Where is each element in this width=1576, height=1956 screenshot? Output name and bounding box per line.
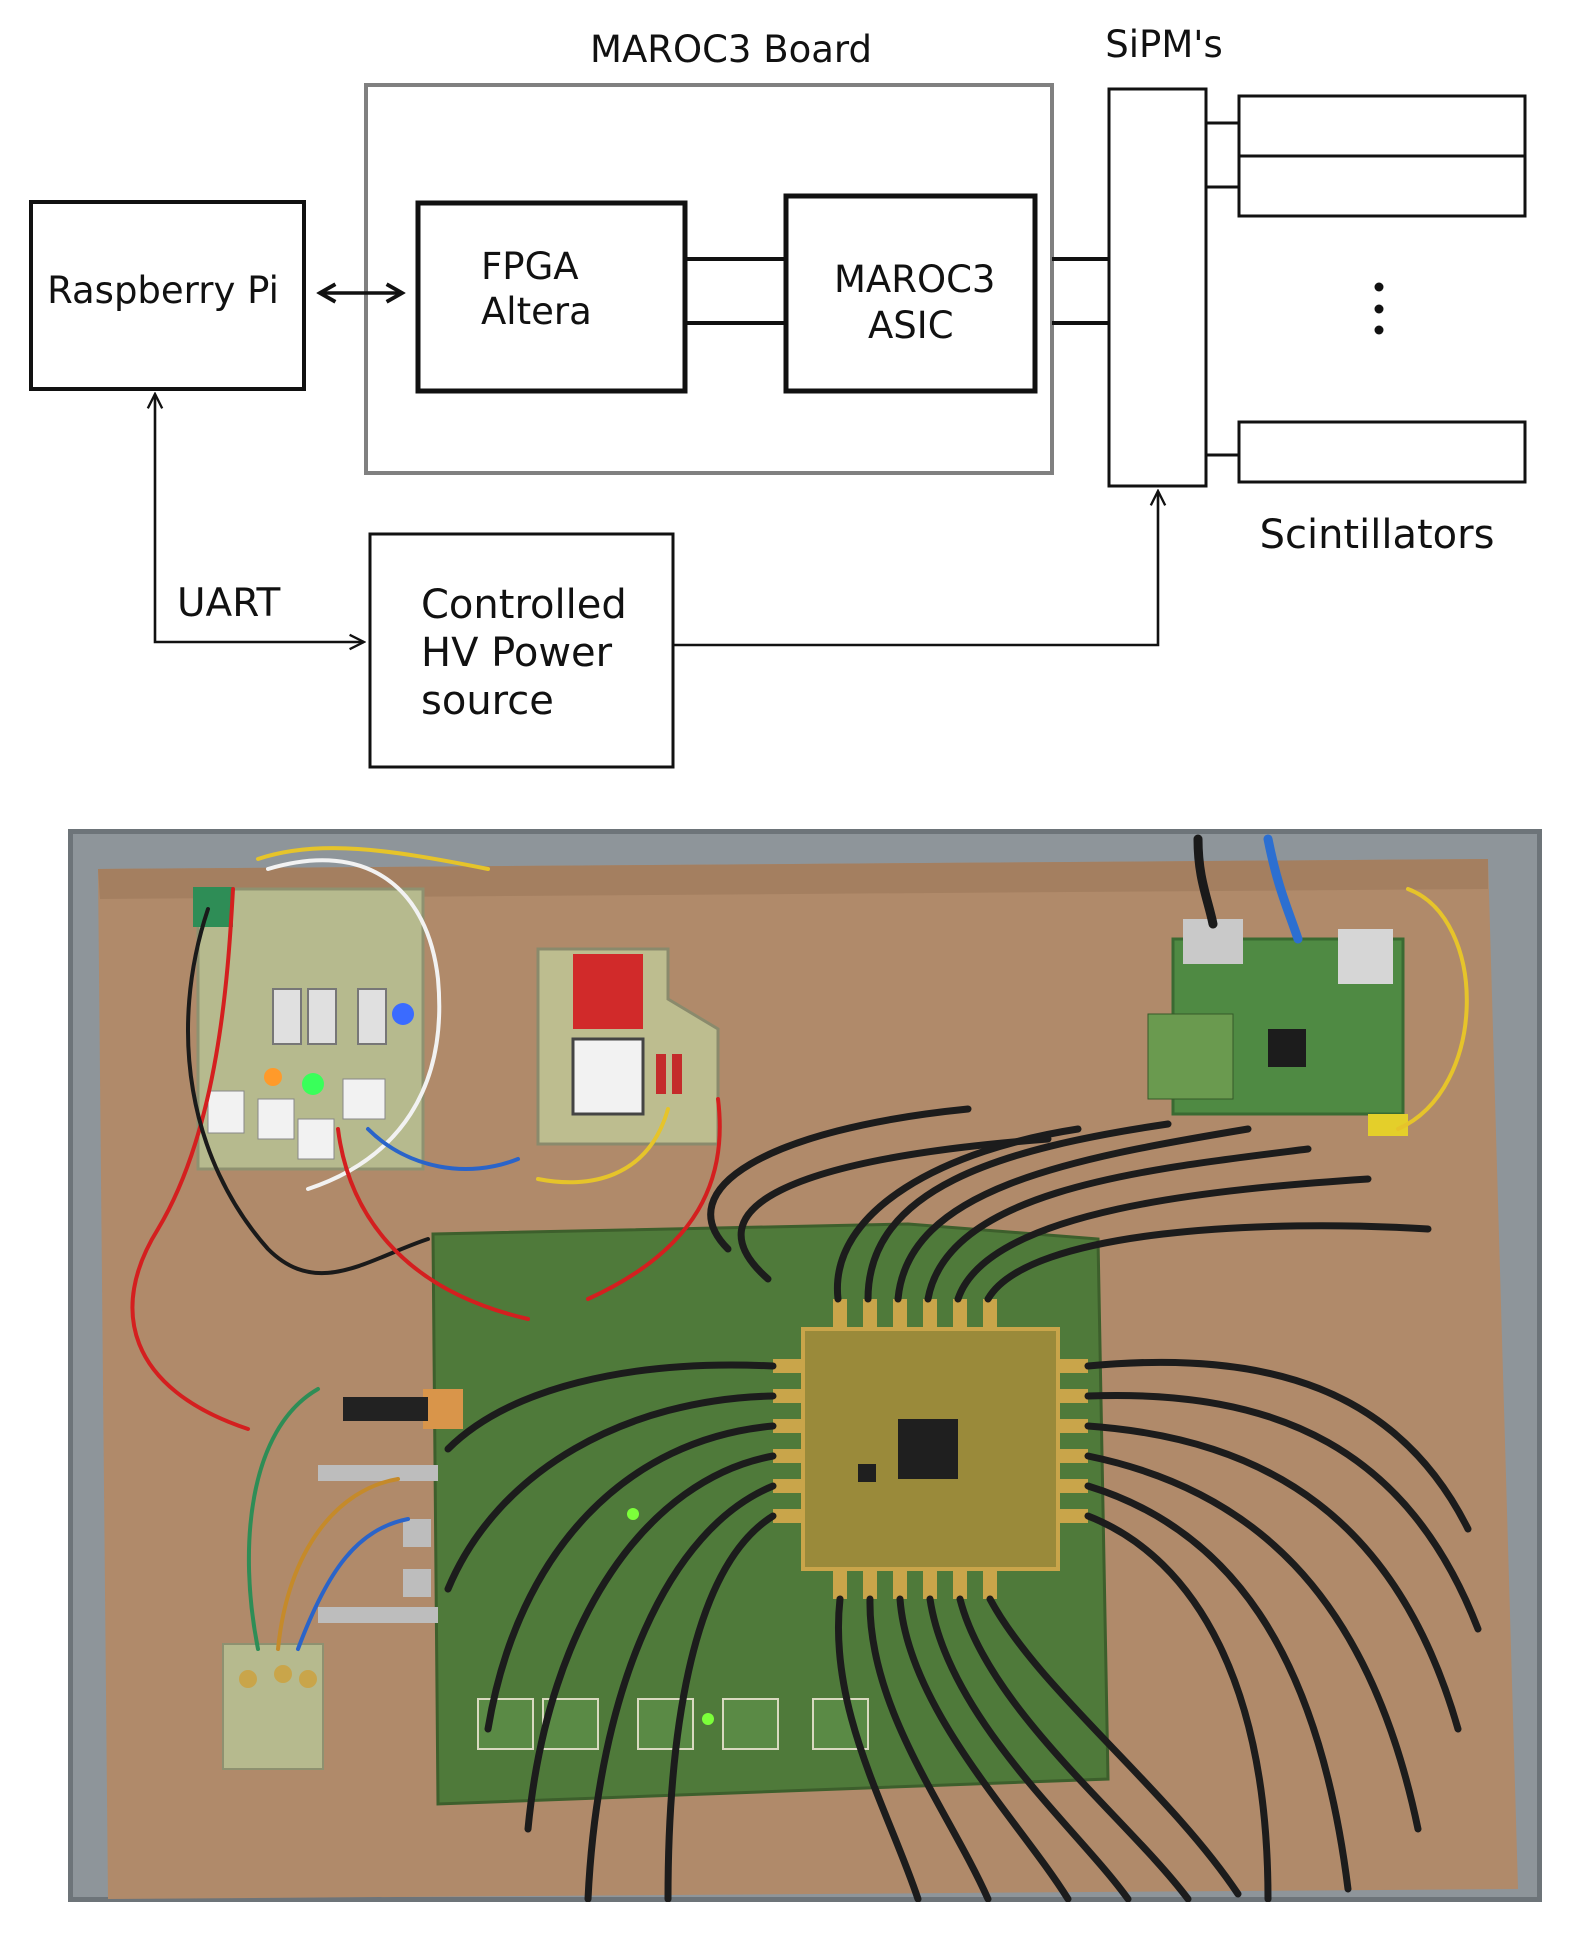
fpga-power-jack bbox=[423, 1389, 463, 1429]
sipm-label: SiPM's bbox=[1105, 23, 1222, 66]
resistor-red-2 bbox=[672, 1054, 682, 1094]
rpi-chip bbox=[1268, 1029, 1306, 1067]
resistor-red-1 bbox=[656, 1054, 666, 1094]
sma-splitter-gold-2 bbox=[274, 1665, 292, 1683]
sma-splitter-gold-3 bbox=[299, 1670, 317, 1688]
hv-sipm-arrow bbox=[673, 491, 1158, 645]
fuse-block-1 bbox=[273, 989, 301, 1044]
scintillator-2 bbox=[1239, 156, 1525, 216]
fuse-block-2 bbox=[308, 989, 336, 1044]
ellipsis-dot-1 bbox=[1375, 283, 1384, 292]
ellipsis-dot-3 bbox=[1375, 326, 1384, 335]
sma-splitter-gold-1 bbox=[239, 1670, 257, 1688]
ellipsis-dot-2 bbox=[1375, 305, 1384, 314]
usb-serial-module bbox=[573, 954, 643, 1029]
sma-connector-3 bbox=[403, 1519, 431, 1547]
maroc-asic-chip bbox=[898, 1419, 958, 1479]
terminal-block-green bbox=[193, 887, 233, 927]
sipm-box bbox=[1109, 89, 1206, 486]
maroc-small-chip bbox=[858, 1464, 876, 1482]
raspberry-pi-label: Raspberry Pi bbox=[47, 269, 279, 312]
connector-white-1 bbox=[208, 1091, 244, 1133]
connector-white-3 bbox=[298, 1119, 334, 1159]
led-blue bbox=[392, 1003, 414, 1025]
asic-label-line2: ASIC bbox=[868, 304, 954, 347]
sma-connector-1 bbox=[318, 1465, 438, 1481]
hv-label-line2: HV Power bbox=[421, 630, 613, 676]
footer-module-4 bbox=[723, 1699, 778, 1749]
scintillator-1 bbox=[1239, 96, 1525, 156]
rpi-ethernet-port bbox=[1338, 929, 1393, 984]
maroc-board-label: MAROC3 Board bbox=[590, 28, 872, 71]
fpga-label-line2: Altera bbox=[481, 290, 592, 333]
fpga-label-line1: FPGA bbox=[481, 245, 579, 288]
hv-label-line1: Controlled bbox=[421, 582, 627, 628]
hardware-photo bbox=[68, 829, 1542, 1902]
scintillators-label: Scintillators bbox=[1260, 512, 1495, 558]
connector-white-4 bbox=[343, 1079, 385, 1119]
hv-module bbox=[573, 1039, 643, 1114]
sma-splitter-board bbox=[223, 1644, 323, 1769]
scintillator-3 bbox=[1239, 422, 1525, 482]
rpi-sd-adapter bbox=[1148, 1014, 1233, 1099]
usb-cable-plug bbox=[343, 1397, 428, 1421]
sma-connector-4 bbox=[403, 1569, 431, 1597]
status-led-1 bbox=[627, 1508, 639, 1520]
connector-white-2 bbox=[258, 1099, 294, 1139]
led-orange bbox=[264, 1068, 282, 1086]
status-led-2 bbox=[702, 1713, 714, 1725]
uart-label: UART bbox=[177, 581, 280, 626]
block-diagram: MAROC3 Board Raspberry Pi FPGA Altera MA… bbox=[0, 0, 1576, 790]
hv-label-line3: source bbox=[421, 678, 554, 724]
fuse-block-3 bbox=[358, 989, 386, 1044]
led-green bbox=[302, 1073, 324, 1095]
sma-connector-2 bbox=[318, 1607, 438, 1623]
asic-label-line1: MAROC3 bbox=[834, 258, 995, 301]
